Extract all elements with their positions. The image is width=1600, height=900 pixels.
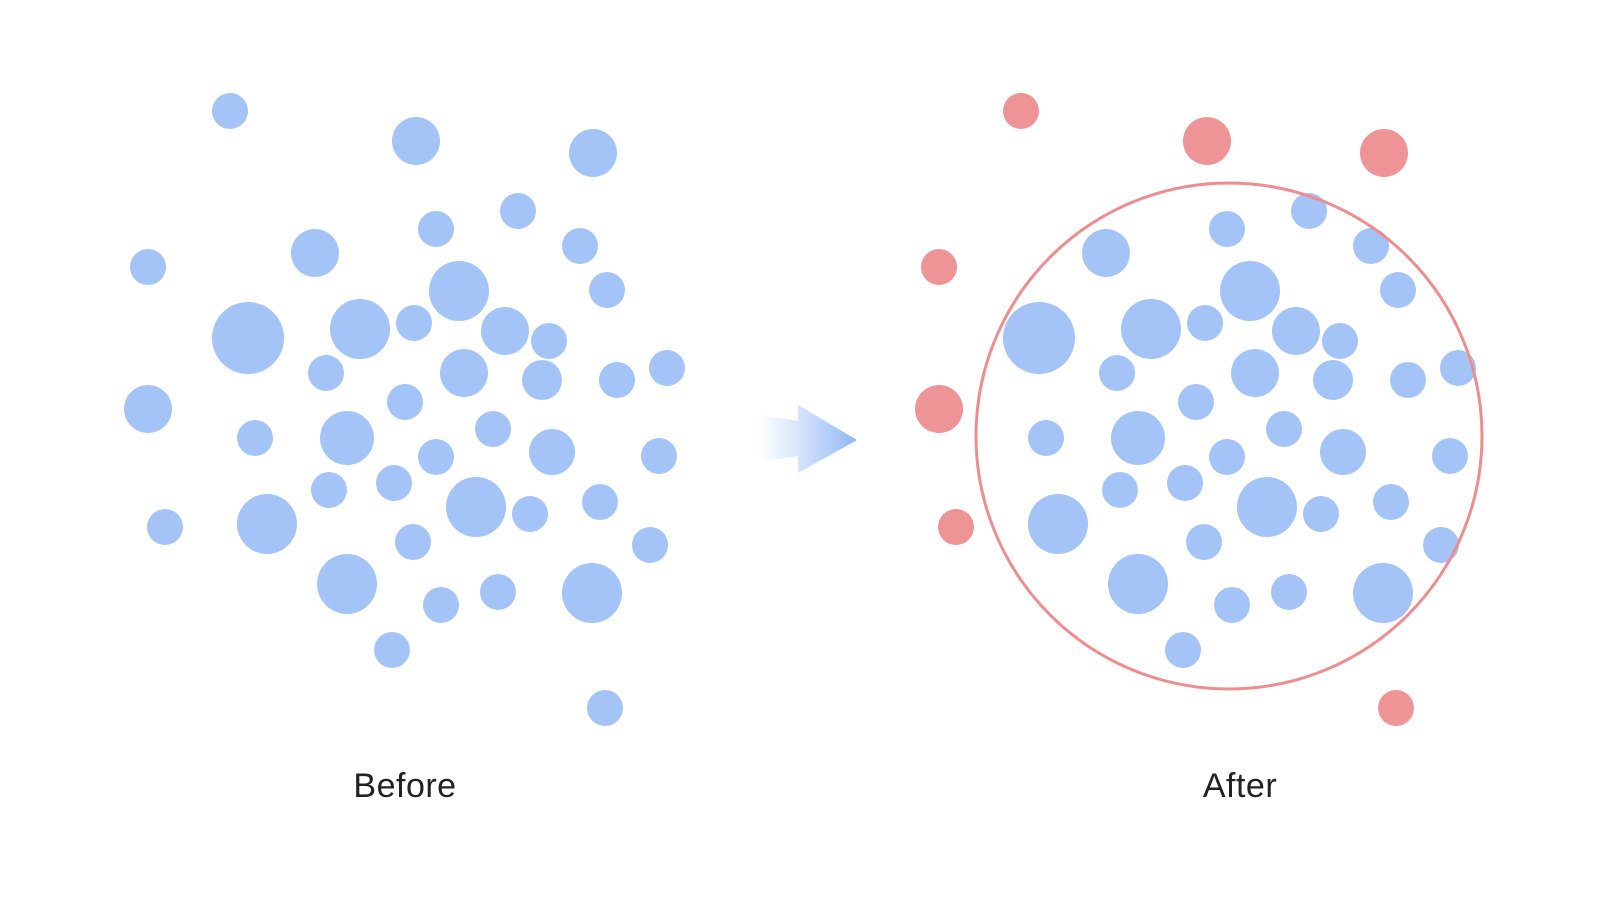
after-inlier-point-25 <box>1028 420 1064 456</box>
after-outlier-point-1 <box>1003 93 1039 129</box>
before-point-5 <box>124 385 172 433</box>
before-point-16 <box>429 261 489 321</box>
after-inlier-point-43 <box>1165 632 1201 668</box>
before-point-11 <box>589 272 625 308</box>
before-point-21 <box>522 360 562 400</box>
before-point-43 <box>374 632 410 668</box>
before-point-3 <box>569 129 617 177</box>
after-outlier-point-2 <box>1183 117 1231 165</box>
before-point-13 <box>212 302 284 374</box>
after-inlier-point-39 <box>1108 554 1168 614</box>
before-point-24 <box>387 384 423 420</box>
after-inlier-point-32 <box>1167 465 1203 501</box>
before-point-33 <box>446 477 506 537</box>
after-inlier-point-19 <box>1099 355 1135 391</box>
before-point-30 <box>641 438 677 474</box>
before-point-32 <box>376 465 412 501</box>
before-point-8 <box>418 211 454 247</box>
after-inlier-point-28 <box>1209 439 1245 475</box>
before-point-34 <box>512 496 548 532</box>
before-point-28 <box>418 439 454 475</box>
after-inlier-point-41 <box>1271 574 1307 610</box>
after-inlier-point-33 <box>1237 477 1297 537</box>
after-inlier-point-40 <box>1214 587 1250 623</box>
before-point-17 <box>481 307 529 355</box>
after-outlier-point-3 <box>1360 129 1408 177</box>
after-inlier-point-15 <box>1187 305 1223 341</box>
after-inlier-point-26 <box>1111 411 1165 465</box>
before-point-26 <box>320 411 374 465</box>
before-point-6 <box>147 509 183 545</box>
before-panel <box>124 93 685 726</box>
before-point-18 <box>531 323 567 359</box>
after-inlier-point-34 <box>1303 496 1339 532</box>
after-inlier-point-11 <box>1380 272 1416 308</box>
after-inlier-point-8 <box>1209 211 1245 247</box>
before-point-42 <box>562 563 622 623</box>
before-point-2 <box>392 117 440 165</box>
after-inlier-point-35 <box>1373 484 1409 520</box>
before-point-15 <box>396 305 432 341</box>
after-inlier-point-37 <box>1028 494 1088 554</box>
before-point-39 <box>317 554 377 614</box>
before-point-10 <box>562 228 598 264</box>
before-point-27 <box>475 411 511 447</box>
before-point-19 <box>308 355 344 391</box>
before-point-35 <box>582 484 618 520</box>
after-outlier-point-7 <box>1378 690 1414 726</box>
before-point-14 <box>330 299 390 359</box>
after-inlier-point-17 <box>1272 307 1320 355</box>
before-point-31 <box>311 472 347 508</box>
after-inlier-point-24 <box>1178 384 1214 420</box>
after-inlier-point-18 <box>1322 323 1358 359</box>
after-inlier-point-14 <box>1121 299 1181 359</box>
transition-arrow-icon <box>758 405 857 473</box>
before-point-1 <box>212 93 248 129</box>
before-point-41 <box>480 574 516 610</box>
after-inlier-point-42 <box>1353 563 1413 623</box>
after-inlier-point-13 <box>1003 302 1075 374</box>
before-point-9 <box>500 193 536 229</box>
after-inlier-point-9 <box>1291 193 1327 229</box>
before-point-29 <box>529 429 575 475</box>
after-inlier-point-16 <box>1220 261 1280 321</box>
enclosing-boundary-circle <box>974 181 1484 691</box>
before-point-12 <box>291 229 339 277</box>
after-inlier-point-10 <box>1353 228 1389 264</box>
after-inlier-point-27 <box>1266 411 1302 447</box>
after-inlier-point-12 <box>1082 229 1130 277</box>
after-inlier-point-22 <box>1390 362 1426 398</box>
after-label: After <box>1203 767 1277 805</box>
after-inlier-point-21 <box>1313 360 1353 400</box>
after-outlier-point-6 <box>938 509 974 545</box>
after-inlier-point-29 <box>1320 429 1366 475</box>
before-point-23 <box>649 350 685 386</box>
after-outlier-point-4 <box>921 249 957 285</box>
before-point-4 <box>130 249 166 285</box>
before-point-7 <box>587 690 623 726</box>
before-point-37 <box>237 494 297 554</box>
before-point-20 <box>440 349 488 397</box>
before-point-38 <box>395 524 431 560</box>
after-inlier-point-31 <box>1102 472 1138 508</box>
before-point-25 <box>237 420 273 456</box>
before-point-36 <box>632 527 668 563</box>
before-point-40 <box>423 587 459 623</box>
after-panel <box>915 93 1484 726</box>
after-inlier-point-36 <box>1423 527 1459 563</box>
before-point-22 <box>599 362 635 398</box>
after-inlier-point-38 <box>1186 524 1222 560</box>
after-inlier-point-20 <box>1231 349 1279 397</box>
after-inlier-point-30 <box>1432 438 1468 474</box>
after-inlier-point-23 <box>1440 350 1476 386</box>
before-label: Before <box>353 767 456 805</box>
after-outlier-point-5 <box>915 385 963 433</box>
